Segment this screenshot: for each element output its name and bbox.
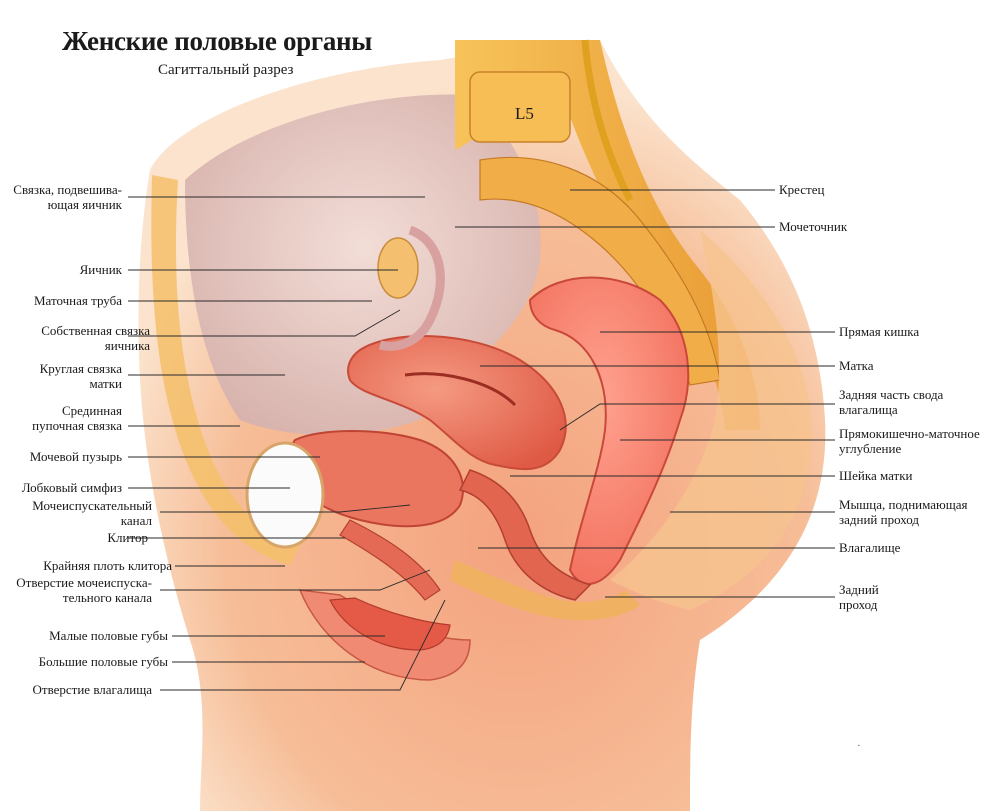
page-title: Женские половые органы xyxy=(62,26,373,56)
label-line: Клитор xyxy=(107,530,148,545)
label-median-umbilical-ligament: Срединная пупочная связка xyxy=(32,403,122,433)
label-ovary: Яичник xyxy=(79,262,122,278)
label-ureter: Мочеточник xyxy=(779,219,848,235)
leader-lines-left xyxy=(128,196,446,691)
label-uterus: Матка xyxy=(839,358,874,374)
label-anus: Задний проход xyxy=(839,582,879,612)
label-line: Задняя часть свода xyxy=(839,387,944,402)
label-line: ющая яичник xyxy=(47,196,122,212)
label-line: Шейка матки xyxy=(839,468,913,483)
perineal-muscle xyxy=(450,560,640,621)
label-vagina: Влагалище xyxy=(839,540,901,556)
label-line: Задний xyxy=(839,582,879,597)
spinal-nerves xyxy=(581,39,634,202)
ovary-shape xyxy=(377,237,419,299)
uterine-cavity xyxy=(404,372,517,407)
label-line: углубление xyxy=(839,440,902,456)
label-line: Маточная труба xyxy=(33,293,122,308)
leader-lines-right xyxy=(455,189,835,598)
label-levator-ani: Мышца, поднимающая задний проход xyxy=(839,497,968,527)
label-line: Прямая кишка xyxy=(839,324,920,339)
label-clitoral-hood: Крайняя плоть клитора xyxy=(43,558,172,574)
label-line: Крайняя плоть клитора xyxy=(43,558,172,573)
label-bladder: Мочевой пузырь xyxy=(29,449,122,465)
pubic-bone xyxy=(245,441,325,549)
vagina-organ xyxy=(458,469,592,601)
uterine-tube-shape xyxy=(378,225,445,351)
label-line: Связка, подвешива- xyxy=(13,182,122,197)
label-line: тельного канала xyxy=(62,589,152,605)
label-sacrum: Крестец xyxy=(779,182,825,198)
label-line: Лобковый симфиз xyxy=(21,480,122,495)
label-line: проход xyxy=(839,596,878,612)
label-clitoris: Клитор xyxy=(107,530,148,546)
label-line: Мочеиспускательный xyxy=(32,498,152,513)
label-line: Матка xyxy=(839,358,874,373)
label-line: пупочная связка xyxy=(32,417,122,433)
label-urethra: Мочеиспускательный канал xyxy=(32,498,152,528)
label-line: Крестец xyxy=(779,182,825,197)
label-line: матки xyxy=(89,375,122,391)
label-cervix: Шейка матки xyxy=(839,468,913,484)
rectum-organ xyxy=(528,276,690,585)
label-labia-majora: Большие половые губы xyxy=(38,654,168,670)
vertebra-l5 xyxy=(469,71,571,143)
label-uterine-tube: Маточная труба xyxy=(33,293,122,309)
label-vaginal-opening: Отверстие влагалища xyxy=(32,682,153,698)
label-line: Прямокишечно-маточное xyxy=(839,426,980,441)
label-pubic-symphysis: Лобковый симфиз xyxy=(21,480,122,496)
label-line: Срединная xyxy=(61,403,122,418)
label-line: Большие половые губы xyxy=(38,654,168,669)
abdominal-wall xyxy=(151,175,300,565)
label-line: Мышца, поднимающая xyxy=(839,497,968,512)
label-labia-minora: Малые половые губы xyxy=(49,628,168,644)
label-line: канал xyxy=(120,512,152,528)
corner-mark: · xyxy=(857,740,861,752)
label-rectouterine-pouch: Прямокишечно-маточное углубление xyxy=(839,426,980,456)
uterus-organ xyxy=(347,335,567,471)
label-line: Собственная связка xyxy=(41,323,150,338)
label-posterior-fornix: Задняя часть свода влагалища xyxy=(839,387,944,417)
label-line: Яичник xyxy=(79,262,122,277)
label-line: Мочевой пузырь xyxy=(29,449,122,464)
labia-minora-shape xyxy=(329,597,451,651)
vertebra-label: L5 xyxy=(515,104,534,123)
label-ovarian-ligament: Собственная связка яичника xyxy=(41,323,150,353)
label-line: влагалища xyxy=(839,401,898,417)
label-suspensory-ligament: Связка, подвешива- ющая яичник xyxy=(13,182,122,212)
label-line: Влагалище xyxy=(839,540,901,555)
label-line: задний проход xyxy=(839,511,920,527)
buttock xyxy=(610,230,812,610)
page-subtitle: Сагиттальный разрез xyxy=(158,62,294,78)
label-line: Малые половые губы xyxy=(49,628,168,643)
label-line: Отверстие мочеиспуска- xyxy=(16,575,152,590)
label-line: Круглая связка xyxy=(39,361,122,376)
label-line: Отверстие влагалища xyxy=(32,682,153,697)
label-rectum: Прямая кишка xyxy=(839,324,920,340)
label-line: яичника xyxy=(104,337,150,353)
label-line: Мочеточник xyxy=(779,219,848,234)
urethra-organ xyxy=(339,519,441,601)
label-urethral-opening: Отверстие мочеиспуска- тельного канала xyxy=(16,575,152,605)
label-round-ligament: Круглая связка матки xyxy=(39,361,122,391)
